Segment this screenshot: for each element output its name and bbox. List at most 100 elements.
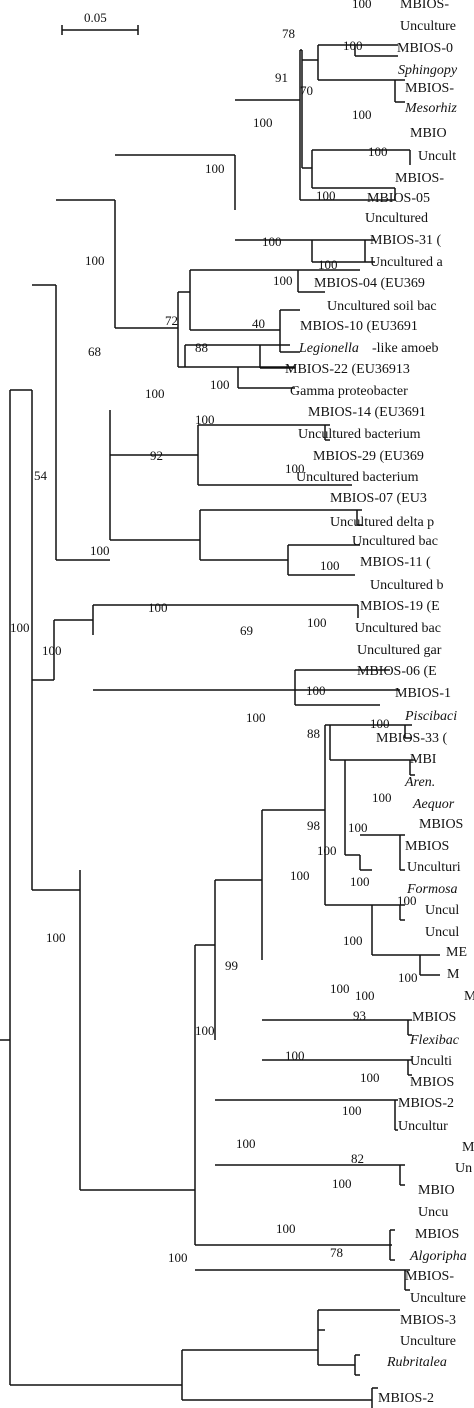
tip-label: MBIOS [415,1227,459,1242]
tip-label: Uncultured delta p [330,515,434,530]
bootstrap-value: 78 [330,1245,343,1260]
tip-label: Gamma proteobacter [290,384,408,399]
tip-label: MBIO [418,1183,455,1198]
bootstrap-value: 100 [343,933,363,948]
bootstrap-value: 91 [275,70,288,85]
bootstrap-value: 100 [307,615,327,630]
tip-label: MBIOS-14 (EU3691 [308,405,426,420]
bootstrap-value: 100 [343,38,363,53]
tip-label: MBIOS-22 (EU36913 [285,362,410,377]
tip-label: Sphingopy [398,63,458,78]
bootstrap-value: 40 [252,316,265,331]
bootstrap-value: 100 [372,790,392,805]
tip-label: Uncultured bacterium [298,427,421,442]
tip-label: Uncultured b [370,578,443,593]
bootstrap-value: 93 [353,1008,366,1023]
tip-label: Unculti [410,1054,452,1069]
bootstrap-value: 100 [330,981,350,996]
bootstrap-value: 100 [210,377,230,392]
bootstrap-value: 100 [262,234,282,249]
bootstrap-value: 100 [318,257,338,272]
tip-label: Uncultur [398,1119,448,1134]
tip-label: Uncul [425,925,459,940]
bootstrap-value: 100 [195,1023,215,1038]
tip-label: Legionella [298,341,359,356]
tip-label: MBIOS [419,817,463,832]
tip-label: MBIOS-3 [400,1313,456,1328]
bootstrap-value: 92 [150,448,163,463]
tip-label: MBIOS-2 [398,1096,454,1111]
bootstrap-value: 100 [168,1250,188,1265]
bootstrap-value: 78 [282,26,295,41]
bootstrap-value: 100 [273,273,293,288]
tip-label: MBIOS-19 (E [360,599,440,614]
tip-label: Uncultured a [370,255,443,270]
tip-label: MBIOS-06 (E [357,664,437,679]
bootstrap-value: 72 [165,313,178,328]
tip-label: M [462,1140,474,1155]
bootstrap-value: 100 [368,144,388,159]
bootstrap-value: 82 [351,1151,364,1166]
tip-label: Unculture [400,1334,456,1349]
scale-bar-label: 0.05 [84,10,107,25]
tip-label: Un [455,1161,472,1176]
bootstrap-value: 54 [34,468,48,483]
tip-label: ME [446,945,467,960]
bootstrap-value: 100 [352,107,372,122]
tip-label: Uncu [418,1205,448,1220]
bootstrap-value: 100 [397,893,417,908]
tip-label: MBIOS-05 [367,191,430,206]
bootstrap-value: 100 [285,461,305,476]
tip-label: Unculture [410,1291,466,1306]
tip-label: Formosa [406,882,458,897]
tip-label: -like amoeb [372,341,438,356]
tip-label: MBIOS- [400,0,449,12]
tip-label: MBIOS- [405,81,454,96]
tip-label: MBIOS-2 [378,1391,434,1406]
bootstrap-value: 100 [350,874,370,889]
tip-label: Uncultured bac [352,534,438,549]
tip-label: Mesorhiz [404,101,457,116]
tip-label: MBIOS [412,1010,456,1025]
tip-label: MBIOS- [405,1269,454,1284]
bootstrap-value: 100 [148,600,168,615]
tip-label: Uncult [418,149,456,164]
tip-label: MBIOS-04 (EU369 [314,276,425,291]
bootstrap-value: 100 [10,620,30,635]
tip-label: M [447,967,460,982]
bootstrap-value: 98 [307,818,320,833]
bootstrap-value: 100 [253,115,273,130]
bootstrap-value: 100 [332,1176,352,1191]
tip-label: MBIOS-1 [395,686,451,701]
bootstrap-value: 100 [90,543,110,558]
bootstrap-value: 100 [398,970,418,985]
tip-label: M [464,989,474,1004]
tip-label: MBIOS-29 (EU369 [313,449,424,464]
bootstrap-value: 100 [290,868,310,883]
tip-label: MBIOS- [395,171,444,186]
tip-label: Algoripha [409,1249,467,1264]
bootstrap-value: 100 [195,412,215,427]
bootstrap-value: 100 [85,253,105,268]
tip-label: Uncultured soil bac [327,299,437,314]
bootstrap-value: 100 [246,710,266,725]
bootstrap-value: 100 [236,1136,256,1151]
bootstrap-value: 69 [240,623,253,638]
bootstrap-value: 100 [276,1221,296,1236]
tip-label: MBIOS [410,1075,454,1090]
bootstrap-value: 100 [145,386,165,401]
bootstrap-value: 68 [88,344,101,359]
tip-label: MBIO [410,126,447,141]
tip-label: Uncul [425,903,459,918]
tip-label: Uncultured gar [357,643,442,658]
tree-branches [0,25,440,1408]
tip-label: MBIOS-33 ( [376,731,448,746]
tip-label: Uncultured bac [355,621,441,636]
bootstrap-value: 100 [317,843,337,858]
bootstrap-value: 70 [300,83,313,98]
tip-label: Flexibac [409,1033,460,1048]
bootstrap-value: 99 [225,958,238,973]
bootstrap-value: 100 [42,643,62,658]
tip-label: MBIOS-07 (EU3 [330,491,427,506]
bootstrap-value: 100 [352,0,372,11]
